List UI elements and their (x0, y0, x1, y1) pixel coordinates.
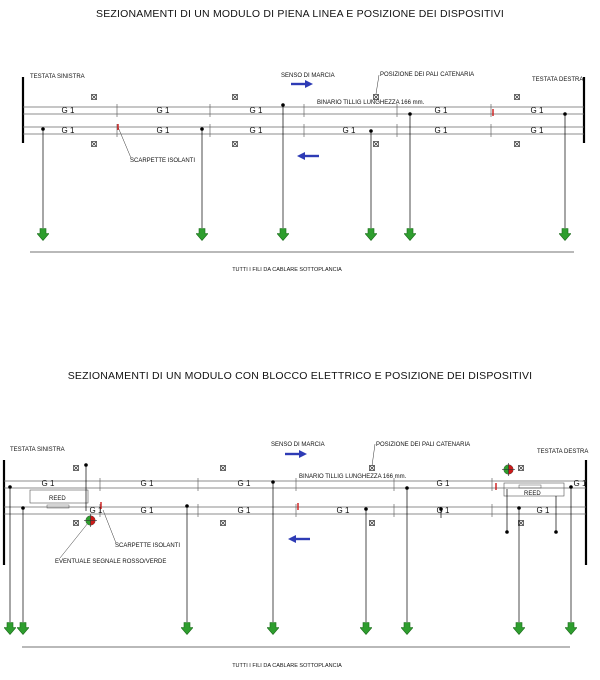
direction-left-arrow-icon (297, 152, 319, 160)
pole-marker-icon (220, 520, 226, 526)
pole-marker-icon (232, 94, 238, 100)
pole-marker-icon (73, 520, 79, 526)
section-label: G 1 (238, 506, 251, 515)
pole-marker-icon (373, 94, 379, 100)
direction-label: SENSO DI MARCIA (281, 73, 335, 79)
section-label: G 1 (62, 126, 75, 135)
footer-note: TUTTI I FILI DA CABLARE SOTTOPLANCIA (232, 267, 342, 273)
feeder-arrow-icon (196, 228, 208, 241)
pole-marker-icon (514, 141, 520, 147)
track-label: BINARIO TILLIG LUNGHEZZA 166 mm. (299, 474, 407, 480)
pole-marker-icon (220, 465, 226, 471)
direction-left-arrow-icon (288, 535, 310, 543)
feeder-arrow-icon (37, 228, 49, 241)
poles-label: POSIZIONE DEI PALI CATENARIA (380, 72, 474, 78)
insulators-label: SCARPETTE ISOLANTI (115, 543, 180, 549)
direction-right-arrow-icon (285, 450, 307, 458)
signal-icon (84, 514, 97, 527)
feeder-arrow-icon (401, 622, 413, 635)
feeder-arrow-icon (17, 622, 29, 635)
section-label: G 1 (435, 126, 448, 135)
signal-icon (502, 463, 515, 476)
section-label: G 1 (531, 106, 544, 115)
right-end-label: TESTATA DESTRA (532, 77, 583, 83)
reed-switch-box (503, 482, 565, 497)
direction-label: SENSO DI MARCIA (271, 442, 325, 448)
pole-marker-icon (518, 465, 524, 471)
pole-marker-icon (73, 465, 79, 471)
feeder-wires (41, 103, 567, 228)
diagram-2: SEZIONAMENTI DI UN MODULO CON BLOCCO ELE… (2, 370, 588, 669)
section-label: G 1 (141, 506, 154, 515)
feeder-arrow-icon (365, 228, 377, 241)
section-label: G 1 (435, 106, 448, 115)
direction-right-arrow-icon (291, 80, 313, 88)
insulators-leader (102, 509, 117, 544)
section-label: G 1 (238, 479, 251, 488)
section-label: G 1 (157, 126, 170, 135)
diagram-1: SEZIONAMENTI DI UN MODULO DI PIENA LINEA… (21, 8, 586, 273)
track-ticks (99, 478, 493, 517)
pole-marker-icon (91, 141, 97, 147)
feeder-wires (8, 463, 573, 622)
feeder-arrow-icon (404, 228, 416, 241)
section-label: G 1 (574, 479, 587, 488)
poles-leader (375, 74, 380, 95)
left-end-label: TESTATA SINISTRA (30, 74, 85, 80)
pole-marker-icon (514, 94, 520, 100)
section-label: G 1 (343, 126, 356, 135)
section-label: G 1 (141, 479, 154, 488)
reed-switch (518, 484, 542, 489)
left-end-label: TESTATA SINISTRA (10, 447, 65, 453)
section-label: G 1 (531, 126, 544, 135)
feeder-arrow-icon (360, 622, 372, 635)
insulators-leader (117, 126, 132, 159)
section-label: G 1 (437, 506, 450, 515)
pole-marker-icon (232, 141, 238, 147)
diagram-1-title: SEZIONAMENTI DI UN MODULO DI PIENA LINEA… (96, 8, 504, 20)
pole-marker-icon (369, 520, 375, 526)
feeder-arrow-icon (513, 622, 525, 635)
reed-switch (46, 504, 70, 509)
section-label: G 1 (437, 479, 450, 488)
feeder-arrow-icon (565, 622, 577, 635)
reed-switch-box (29, 489, 89, 504)
feeder-arrow-icon (267, 622, 279, 635)
pole-marker-icon (91, 94, 97, 100)
right-end-label: TESTATA DESTRA (537, 449, 588, 455)
signal-label: EVENTUALE SEGNALE ROSSO/VERDE (55, 559, 166, 565)
feeder-arrow-icon (4, 622, 16, 635)
track-label: BINARIO TILLIG LUNGHEZZA 166 mm. (317, 100, 425, 106)
feeder-arrow-icon (559, 228, 571, 241)
poles-label: POSIZIONE DEI PALI CATENARIA (376, 442, 470, 448)
reed-label: REED (524, 491, 541, 497)
section-label: G 1 (250, 106, 263, 115)
section-label: G 1 (90, 506, 103, 515)
pole-marker-icon (369, 465, 375, 471)
signal-leader (59, 522, 89, 559)
insulators-label: SCARPETTE ISOLANTI (130, 158, 195, 164)
diagram-2-title: SEZIONAMENTI DI UN MODULO CON BLOCCO ELE… (68, 370, 533, 382)
reed-label: REED (49, 496, 66, 502)
section-label: G 1 (537, 506, 550, 515)
section-label: G 1 (42, 479, 55, 488)
section-label: G 1 (337, 506, 350, 515)
footer-note: TUTTI I FILI DA CABLARE SOTTOPLANCIA (232, 663, 342, 669)
section-label: G 1 (62, 106, 75, 115)
poles-leader (371, 443, 376, 467)
track-ticks (116, 104, 492, 137)
feeder-arrow-icon (181, 622, 193, 635)
section-label: G 1 (157, 106, 170, 115)
feeder-arrow-icon (277, 228, 289, 241)
pole-marker-icon (373, 141, 379, 147)
section-label: G 1 (250, 126, 263, 135)
